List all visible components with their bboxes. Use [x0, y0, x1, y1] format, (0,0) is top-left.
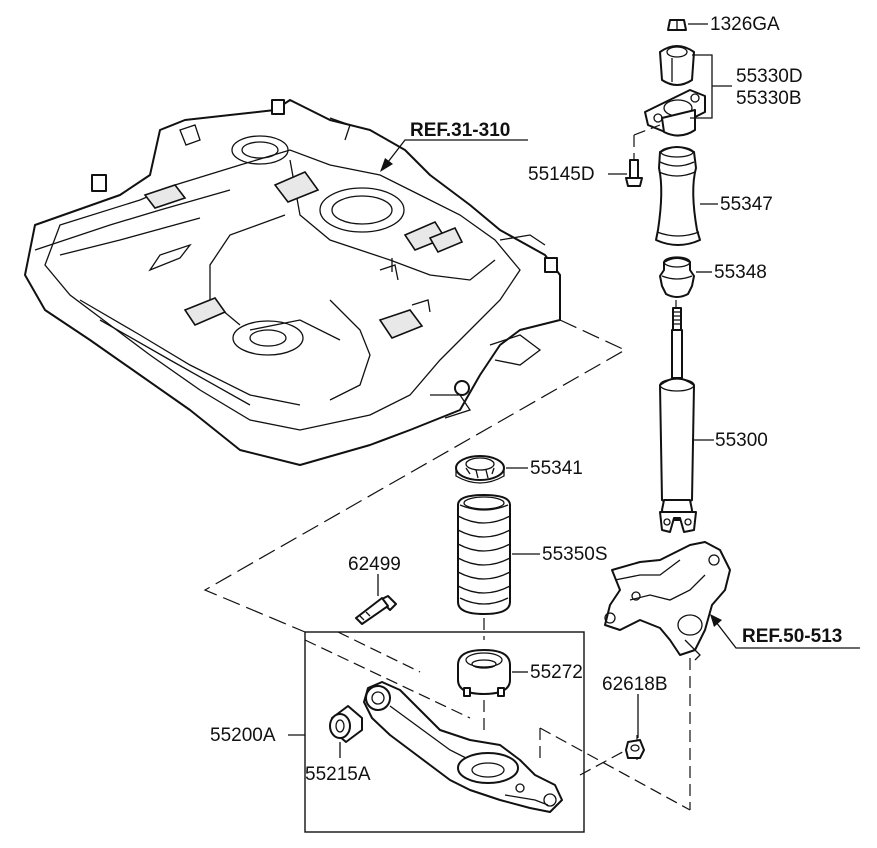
- part-label-62499: 62499: [348, 554, 401, 575]
- arm-bolt-drawing: [355, 595, 397, 625]
- part-label-55300: 55300: [715, 430, 768, 451]
- part-label-55330d: 55330D: [736, 66, 803, 87]
- top-nut-drawing: [667, 19, 687, 31]
- fuel-tank-drawing: [24, 99, 561, 466]
- coil-spring-drawing: [457, 494, 511, 615]
- strut-mount-drawing: [644, 45, 706, 137]
- part-label-55272: 55272: [530, 662, 583, 683]
- part-label-55200a: 55200A: [210, 725, 276, 746]
- part-label-1326ga: 1326GA: [710, 14, 780, 35]
- dust-cover-drawing: [655, 146, 701, 246]
- ref-fuel-tank-label: REF.31-310: [410, 120, 510, 141]
- part-label-62618b: 62618B: [602, 674, 668, 695]
- bump-stopper-drawing: [659, 256, 695, 298]
- shock-absorber-drawing: [659, 307, 697, 533]
- part-label-55145d: 55145D: [528, 164, 595, 185]
- knuckle-drawing: [604, 541, 731, 661]
- mount-bolt-drawing: [625, 124, 661, 187]
- part-label-55341: 55341: [530, 458, 583, 479]
- part-label-55350s: 55350S: [542, 544, 608, 565]
- part-label-55347: 55347: [720, 194, 773, 215]
- part-label-55348: 55348: [714, 262, 767, 283]
- arm-nut-drawing: [625, 739, 645, 759]
- lower-spring-pad-drawing: [457, 649, 511, 697]
- upper-spring-pad-drawing: [455, 455, 505, 484]
- lower-arm-assembly-box: [304, 631, 585, 833]
- part-label-55215a: 55215A: [305, 764, 371, 785]
- part-label-55330b: 55330B: [736, 88, 802, 109]
- ref-knuckle-label: REF.50-513: [742, 626, 842, 647]
- lower-arm-drawing: [363, 681, 563, 813]
- assembly-dashed-lines: [203, 55, 691, 811]
- bushing-drawing: [329, 705, 363, 743]
